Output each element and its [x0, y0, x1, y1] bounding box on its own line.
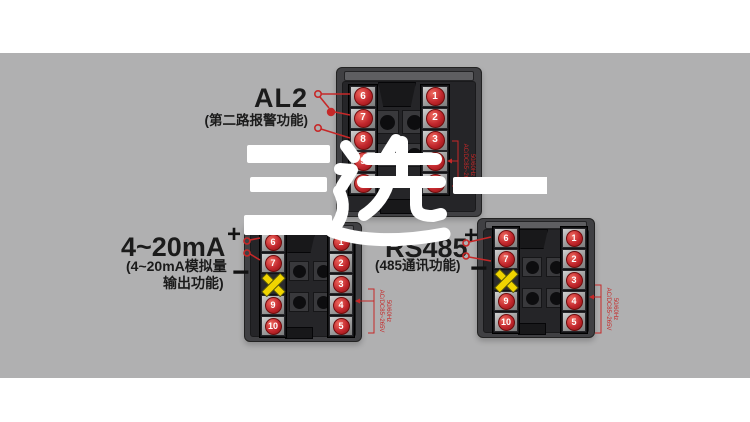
analog-minus-sign: − [232, 256, 250, 289]
terminal-6: 6 [261, 232, 285, 252]
terminal-4: 4 [422, 151, 448, 173]
controller-rear-al2: 6 7 8 9 10 1 2 3 4 5 [336, 67, 482, 217]
mounting-tab-bottom [380, 199, 414, 214]
terminal-3: 3 [422, 129, 448, 151]
terminal-column-right: 1 2 3 4 5 [420, 84, 450, 196]
terminal-4: 4 [562, 291, 586, 311]
controller-rear-rs485: 6 7 9 10 1 2 3 4 5 [477, 218, 595, 338]
terminal-screw: 10 [353, 174, 373, 193]
terminal-column-right: 1 2 3 4 5 [560, 226, 588, 334]
recess-knob [522, 257, 542, 277]
terminal-screw: 3 [565, 271, 583, 289]
terminal-column-right: 1 2 3 4 5 [327, 230, 355, 338]
mounting-tab-top [516, 229, 548, 249]
terminal-screw: 10 [264, 317, 282, 335]
terminal-3: 3 [329, 274, 353, 294]
terminal-screw: 5 [332, 317, 350, 335]
terminal-screw: 1 [332, 233, 350, 251]
terminal-3: 3 [562, 270, 586, 290]
terminal-8-crossed [494, 268, 519, 294]
crossed-out-mark [494, 268, 519, 294]
terminal-screw: 1 [425, 87, 445, 106]
terminal-screw: 3 [425, 130, 445, 150]
terminal-screw: 5 [565, 313, 583, 331]
analog-plus-sign: + [227, 221, 242, 248]
terminal-screw: 6 [264, 233, 282, 251]
al2-title: AL2 [253, 83, 308, 113]
recess-knob [375, 143, 399, 167]
terminal-9: 9 [261, 295, 285, 315]
terminal-screw: 2 [425, 108, 445, 128]
terminal-screw: 4 [332, 296, 350, 314]
case-top-strip [485, 221, 587, 229]
rs485-minus-sign: − [470, 252, 488, 285]
mounting-tab-bottom [518, 323, 546, 335]
analog-title: 4~20mA [121, 232, 226, 262]
panel-recess-grid [375, 110, 426, 167]
analog-subtitle-line1: (4~20mA模拟量 [126, 258, 227, 274]
terminal-column-left: 6 7 8 9 10 [348, 84, 378, 196]
terminal-screw: 9 [264, 296, 282, 314]
terminal-screw: 6 [353, 87, 373, 106]
mounting-tab-bottom [285, 327, 313, 339]
terminal-column-left: 6 7 9 10 [259, 230, 287, 338]
terminal-10: 10 [350, 173, 376, 194]
analog-subtitle-line2: 输出功能) [163, 275, 224, 291]
terminal-7: 7 [350, 107, 376, 129]
terminal-1: 1 [329, 232, 353, 252]
terminal-screw: 5 [425, 174, 445, 193]
terminal-9: 9 [350, 151, 376, 173]
terminal-1: 1 [562, 228, 586, 248]
crossed-out-mark [261, 272, 286, 298]
terminal-4: 4 [329, 295, 353, 315]
controller-rear-analog: 6 7 9 10 1 2 3 4 5 [244, 222, 362, 342]
mounting-tab-top [378, 82, 416, 107]
terminal-10: 10 [261, 316, 285, 336]
terminal-screw: 8 [353, 130, 373, 150]
terminal-screw: 2 [332, 254, 350, 272]
terminal-6: 6 [350, 86, 376, 107]
recess-knob [289, 292, 309, 312]
terminal-9: 9 [494, 291, 518, 311]
terminal-1: 1 [422, 86, 448, 107]
recess-knob [522, 288, 542, 308]
terminal-7: 7 [261, 253, 285, 273]
terminal-screw: 9 [497, 292, 515, 310]
case-top-strip [344, 71, 474, 81]
terminal-screw: 1 [565, 229, 583, 247]
terminal-10: 10 [494, 312, 518, 332]
terminal-screw: 10 [497, 313, 515, 331]
terminal-screw: 9 [353, 152, 373, 172]
terminal-column-left: 6 7 9 10 [492, 226, 520, 334]
terminal-screw: 7 [264, 254, 282, 272]
recess-knob [289, 261, 309, 281]
terminal-5: 5 [562, 312, 586, 332]
recess-knob [375, 110, 399, 134]
terminal-screw: 7 [497, 250, 515, 268]
terminal-screw: 3 [332, 275, 350, 293]
terminal-5: 5 [422, 173, 448, 194]
terminal-8: 8 [350, 129, 376, 151]
terminal-screw: 4 [565, 292, 583, 310]
terminal-8-crossed [261, 272, 286, 298]
terminal-2: 2 [422, 107, 448, 129]
terminal-7: 7 [494, 249, 518, 269]
terminal-2: 2 [329, 253, 353, 273]
terminal-screw: 7 [353, 108, 373, 128]
terminal-5: 5 [329, 316, 353, 336]
terminal-screw: 2 [565, 250, 583, 268]
terminal-6: 6 [494, 228, 518, 248]
al2-label-block: AL2 (第二路报警功能) [150, 83, 309, 128]
mounting-tab-top [283, 233, 315, 253]
al2-subtitle: (第二路报警功能) [204, 112, 309, 128]
rs485-subtitle: (485通讯功能) [375, 258, 461, 273]
terminal-screw: 4 [425, 152, 445, 172]
terminal-screw: 6 [497, 229, 515, 247]
rs485-plus-sign: + [464, 222, 479, 249]
terminal-2: 2 [562, 249, 586, 269]
